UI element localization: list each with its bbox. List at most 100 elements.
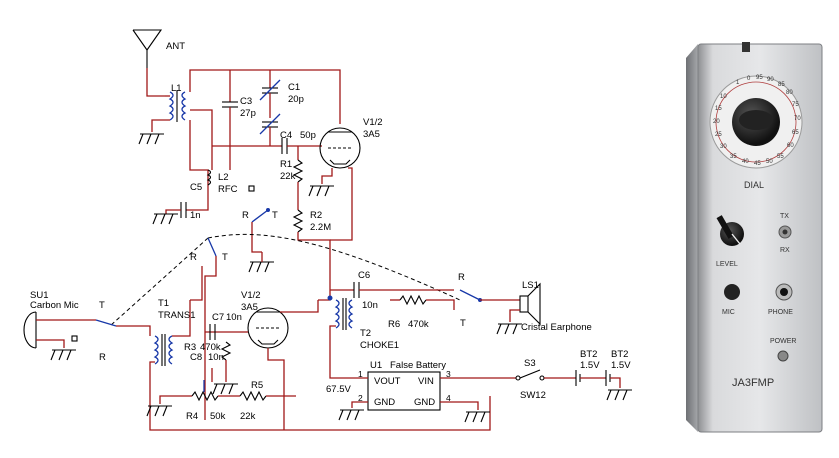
- c8-ref: C8: [190, 352, 202, 363]
- ground-icon: [496, 323, 522, 335]
- c1-ref: C1: [288, 82, 300, 93]
- u1-pin4: 4: [446, 393, 451, 403]
- r3-ref: R3: [184, 342, 196, 353]
- l2-val: RFC: [218, 184, 238, 195]
- sw3-r: R: [458, 272, 465, 283]
- dial-num: 75: [792, 102, 799, 108]
- device-photo: 1 0 95 90 85 10 15 20 25 30 80 75 70 65 …: [686, 42, 823, 433]
- l2-ref: L2: [218, 172, 229, 183]
- r1-ref: R1: [280, 159, 292, 170]
- bt2b-val: 1.5V: [611, 360, 631, 371]
- schematic-diagram: ANT L1 C3 27p C1 20p C4 50p V1/2 3A: [23, 29, 632, 431]
- callsign-label: JA3FMP: [732, 377, 774, 389]
- u1-pin3: 3: [446, 369, 451, 379]
- r5-val: 22k: [240, 411, 256, 422]
- ground-icon: [146, 405, 172, 417]
- level-knob[interactable]: [716, 215, 744, 246]
- sw2-r: R: [190, 252, 197, 263]
- l1-coil: [168, 90, 187, 122]
- v1-upper-tube: [319, 127, 361, 169]
- r2-ref: R2: [310, 210, 322, 221]
- dial-scale: 1 0 95 90 85 10 15 20 25 30 80 75 70 65 …: [713, 75, 801, 167]
- r2-val: 2.2M: [310, 222, 331, 233]
- u1-vin: VIN: [418, 376, 434, 387]
- power-switch[interactable]: [777, 350, 789, 362]
- t1-val: TRANS1: [158, 310, 195, 321]
- dial-num: 0: [747, 76, 751, 82]
- sw4-t: T: [99, 300, 105, 311]
- u1-ref: U1: [370, 360, 382, 371]
- dial-num: 25: [715, 132, 722, 138]
- r1-val: 22k: [280, 171, 296, 182]
- r6-ref: R6: [388, 319, 400, 330]
- c7-val: 10n: [226, 312, 242, 323]
- dial-num: 15: [715, 106, 722, 112]
- t2-ref: T2: [360, 328, 371, 339]
- ground-icon: [138, 133, 164, 145]
- c1-val: 20p: [288, 94, 304, 105]
- antenna-symbol: [132, 29, 163, 68]
- dial-num: 10: [720, 94, 727, 100]
- r4-val: 50k: [210, 411, 226, 422]
- su1-ref: SU1: [30, 290, 48, 301]
- ground-icon: [338, 409, 364, 421]
- u1-gnd1: GND: [374, 397, 395, 408]
- v1b-val: 3A5: [241, 302, 258, 313]
- tx-rx-toggle[interactable]: [778, 225, 792, 239]
- ground-icon: [152, 213, 178, 225]
- tx-label: TX: [780, 213, 789, 220]
- s3-ref: S3: [524, 358, 536, 369]
- sw3-t: T: [460, 318, 466, 329]
- tuning-dial[interactable]: [709, 75, 803, 169]
- bt2b-ref: BT2: [611, 349, 628, 360]
- c6-val: 10n: [362, 300, 378, 311]
- dial-num: 90: [767, 77, 774, 83]
- dial-num: 95: [756, 75, 763, 81]
- ls1-name: Cristal Earphone: [521, 322, 592, 333]
- dial-num: 45: [754, 161, 761, 167]
- s3-val: SW12: [520, 390, 546, 401]
- dial-num: 55: [777, 154, 784, 160]
- u1-box: [367, 371, 441, 411]
- v675-label: 67.5V: [326, 384, 351, 395]
- u1-val: False Battery: [390, 360, 446, 371]
- r6-val: 470k: [408, 319, 429, 330]
- dial-num: 40: [742, 159, 749, 165]
- ground-icon: [606, 389, 632, 401]
- c3-ref: C3: [240, 96, 252, 107]
- c4-val: 50p: [300, 130, 316, 141]
- v1b-ref: V1/2: [241, 290, 261, 301]
- dial-num: 20: [713, 119, 720, 125]
- sw1-t: T: [272, 210, 278, 221]
- r5-ref: R5: [251, 380, 263, 391]
- c4-ref: C4: [280, 130, 292, 141]
- c8-val: 10n: [208, 352, 224, 363]
- sw2-t: T: [222, 252, 228, 263]
- bt2a-ref: BT2: [580, 349, 597, 360]
- earphone-symbol: [519, 282, 541, 326]
- r3-val: 470k: [200, 342, 221, 353]
- ground-icon: [248, 261, 274, 273]
- level-label: LEVEL: [716, 261, 738, 268]
- ground-icon: [50, 349, 76, 361]
- c5-ref: C5: [190, 182, 202, 193]
- dial-num: 65: [792, 130, 799, 136]
- dial-num: 60: [787, 143, 794, 149]
- phone-jack[interactable]: [775, 283, 793, 301]
- dial-num: 85: [778, 82, 785, 88]
- v1a-ref: V1/2: [363, 117, 383, 128]
- sw1-r: R: [242, 210, 249, 221]
- ground-icon: [212, 383, 238, 395]
- dial-label: DIAL: [744, 180, 764, 190]
- rx-label: RX: [780, 247, 790, 254]
- t1-transformer: [153, 334, 174, 366]
- dial-num: 35: [730, 154, 737, 160]
- su1-val: Carbon Mic: [30, 300, 79, 311]
- ground-icon: [308, 185, 334, 197]
- l1-label: L1: [171, 83, 182, 94]
- v1-lower-tube: [247, 307, 289, 349]
- u1-pin1: 1: [358, 369, 363, 379]
- dial-num: 70: [794, 116, 801, 122]
- carbon-mic-symbol: [23, 311, 37, 349]
- mic-jack[interactable]: [724, 284, 740, 300]
